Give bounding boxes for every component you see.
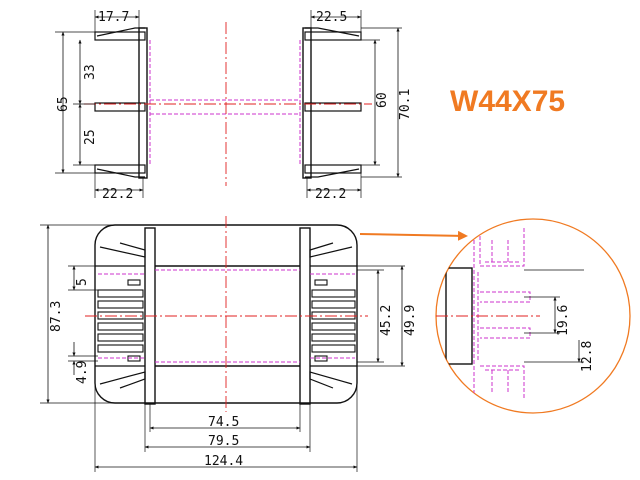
top-centerlines (84, 22, 372, 186)
dim-left-upper: 33 (83, 64, 98, 80)
pin-slots-left (97, 279, 144, 362)
dim-left-lower: 25 (83, 129, 98, 145)
dim-window-height: 45.2 (379, 305, 394, 336)
dim-slot-gap: 5 (75, 278, 90, 286)
part-title: W44X75 (450, 85, 565, 118)
front-dimension-lines (46, 224, 404, 469)
bobbin-flanges (94, 27, 362, 178)
top-hidden-lines (149, 40, 301, 165)
dim-left-outer: 65 (56, 96, 71, 112)
dim-overall-width: 124.4 (204, 454, 243, 469)
top-extension-lines (55, 10, 402, 198)
detail-dimension-lines (524, 269, 584, 363)
dim-pin-pitch: 19.6 (556, 305, 571, 336)
dim-top-left: 17.7 (98, 10, 129, 25)
detail-callout-arrow (359, 230, 468, 241)
pin-slots-right (311, 279, 356, 362)
front-view: 87.3 5 4.9 45.2 49.9 74.5 79.5 124.4 (40, 216, 418, 472)
dim-core-width: 79.5 (208, 434, 239, 449)
dim-right-inner: 60 (375, 92, 390, 108)
dim-pin-offset: 12.8 (580, 341, 595, 372)
dim-slot-width: 4.9 (75, 361, 90, 384)
flange-arms (95, 242, 357, 389)
dim-bottom-right: 22.2 (315, 187, 346, 202)
dim-height: 87.3 (49, 301, 64, 332)
top-view: 17.7 22.5 22.2 22.2 65 33 25 60 70.1 (55, 10, 413, 202)
top-dimension-lines (61, 15, 400, 192)
dim-top-right: 22.5 (316, 10, 347, 25)
dim-flange-height: 49.9 (403, 305, 418, 336)
core-walls (138, 27, 312, 179)
dim-inner-width: 74.5 (208, 415, 239, 430)
front-centerlines (85, 216, 368, 412)
dim-right-outer: 70.1 (398, 89, 413, 120)
detail-view: 19.6 12.8 (435, 218, 631, 414)
dim-bottom-left: 22.2 (102, 187, 133, 202)
front-hidden-lines (98, 269, 355, 363)
